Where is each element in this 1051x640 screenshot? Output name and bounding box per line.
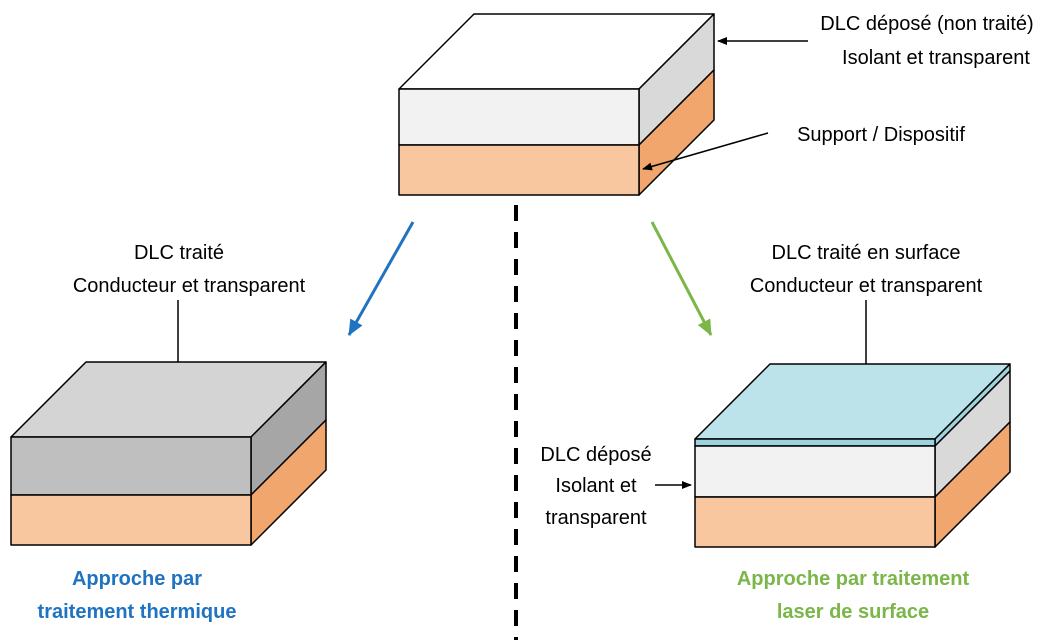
right-surface-layer bbox=[694, 438, 936, 447]
right-deposit-label-line2: Isolant et bbox=[555, 475, 637, 497]
right-deposit-label-line3: transparent bbox=[545, 507, 647, 529]
left-treated-layer bbox=[10, 436, 252, 496]
left-label-line1: DLC traité bbox=[134, 242, 224, 264]
top-support-label: Support / Dispositif bbox=[797, 124, 965, 146]
left-substrate-layer bbox=[10, 494, 252, 546]
top-stack bbox=[398, 13, 715, 196]
left-caption-line1: Approche par bbox=[72, 568, 202, 590]
right-caption-line1: Approche par traitement bbox=[737, 568, 970, 590]
right-caption-line2: laser de surface bbox=[777, 601, 929, 623]
right-label-line1: DLC traité en surface bbox=[772, 242, 961, 264]
top-substrate-layer bbox=[398, 144, 640, 196]
top-support-pointer bbox=[642, 132, 769, 171]
top-dlc-label-line2: Isolant et transparent bbox=[842, 47, 1030, 69]
right-deposit-label-line1: DLC déposé bbox=[540, 444, 651, 466]
right-dlc-layer bbox=[694, 445, 936, 498]
thermal-process-arrow bbox=[347, 221, 415, 336]
top-dlc-label-line1: DLC déposé (non traité) bbox=[820, 13, 1033, 35]
laser-process-arrow bbox=[650, 221, 713, 336]
left-label-line2: Conducteur et transparent bbox=[73, 275, 306, 297]
left-caption-line2: traitement thermique bbox=[38, 601, 237, 623]
right-substrate-layer bbox=[694, 496, 936, 548]
right-stack bbox=[694, 363, 1011, 548]
right-label-line2: Conducteur et transparent bbox=[750, 275, 983, 297]
left-stack bbox=[10, 361, 327, 546]
top-dlc-layer bbox=[398, 88, 640, 146]
